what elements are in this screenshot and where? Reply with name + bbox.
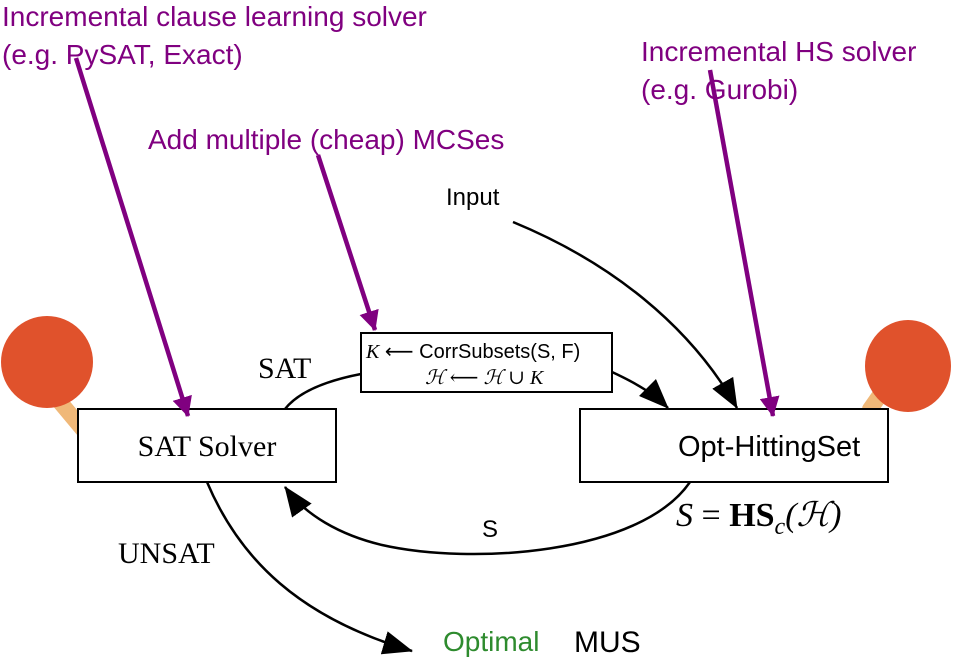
corr-subsets-box — [360, 332, 613, 393]
formula-eq: = — [693, 497, 729, 534]
to-hs-edge — [611, 370, 669, 409]
input-label: Input — [446, 184, 500, 211]
clause-solver-pointer — [73, 57, 192, 417]
corr-k-symbol: K — [365, 341, 381, 363]
unsat-label: UNSAT — [118, 537, 215, 570]
mcs-note-label: Add multiple (cheap) MCSes — [148, 124, 504, 155]
s-edge — [283, 481, 692, 556]
corr-subsets-line1: K ⟵ CorrSubsets(S, F) — [365, 341, 580, 363]
optimal-label: Optimal — [443, 626, 539, 657]
clause-solver-label-line1: Incremental clause learning solver — [2, 1, 427, 32]
s-label: S — [482, 516, 498, 543]
opt-hitting-set-box — [579, 408, 889, 483]
hs-solver-label-line1: Incremental HS solver — [641, 36, 916, 67]
formula-sub: c — [775, 514, 786, 540]
clause-solver-label-line2: (e.g. PySAT, Exact) — [2, 39, 243, 70]
hs-solver-pointer — [707, 69, 780, 417]
sat-solver-box — [77, 408, 337, 483]
hs-solver-label-line2: (e.g. Gurobi) — [641, 74, 798, 105]
input-edge — [512, 220, 739, 409]
sat-edge — [284, 372, 362, 410]
opt-hitting-set-label: Opt-HittingSet — [678, 431, 860, 463]
mus-label: MUS — [574, 626, 641, 659]
corr-subsets-call: ⟵ CorrSubsets(S, F) — [379, 341, 580, 363]
unsat-edge — [205, 481, 413, 655]
sat-solver-label: SAT Solver — [138, 430, 277, 463]
formula-s: S — [676, 497, 693, 534]
corr-subsets-line2: ℋ ⟵ ℋ ∪ K — [425, 367, 545, 389]
formula-arg: (ℋ) — [785, 497, 841, 534]
sat-label: SAT — [258, 352, 311, 385]
formula-hs: HS — [729, 497, 774, 534]
hitting-set-formula: S = HSc(ℋ) — [676, 497, 841, 540]
mcs-pointer — [315, 154, 379, 331]
right-paddle-icon — [862, 320, 951, 417]
